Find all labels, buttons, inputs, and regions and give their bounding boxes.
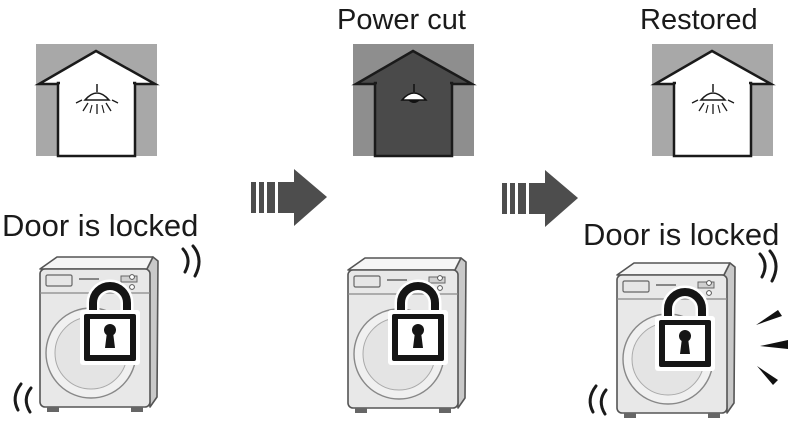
arrow-right-icon bbox=[251, 169, 327, 226]
house-dark-icon bbox=[351, 42, 476, 158]
arrow-right-icon bbox=[502, 170, 578, 227]
vibration-icon bbox=[588, 384, 608, 416]
sound-burst-icon bbox=[756, 310, 788, 385]
vibration-icon bbox=[181, 244, 201, 278]
restored-caption: Restored bbox=[640, 4, 758, 36]
door-locked-label: Door is locked bbox=[583, 217, 780, 252]
door-locked-label: Door is locked bbox=[2, 208, 199, 243]
house-restored-icon bbox=[650, 42, 775, 158]
power-cut-caption: Power cut bbox=[337, 4, 466, 36]
vibration-icon bbox=[758, 249, 778, 283]
house-lit-icon bbox=[34, 42, 159, 158]
vibration-icon bbox=[13, 382, 33, 414]
